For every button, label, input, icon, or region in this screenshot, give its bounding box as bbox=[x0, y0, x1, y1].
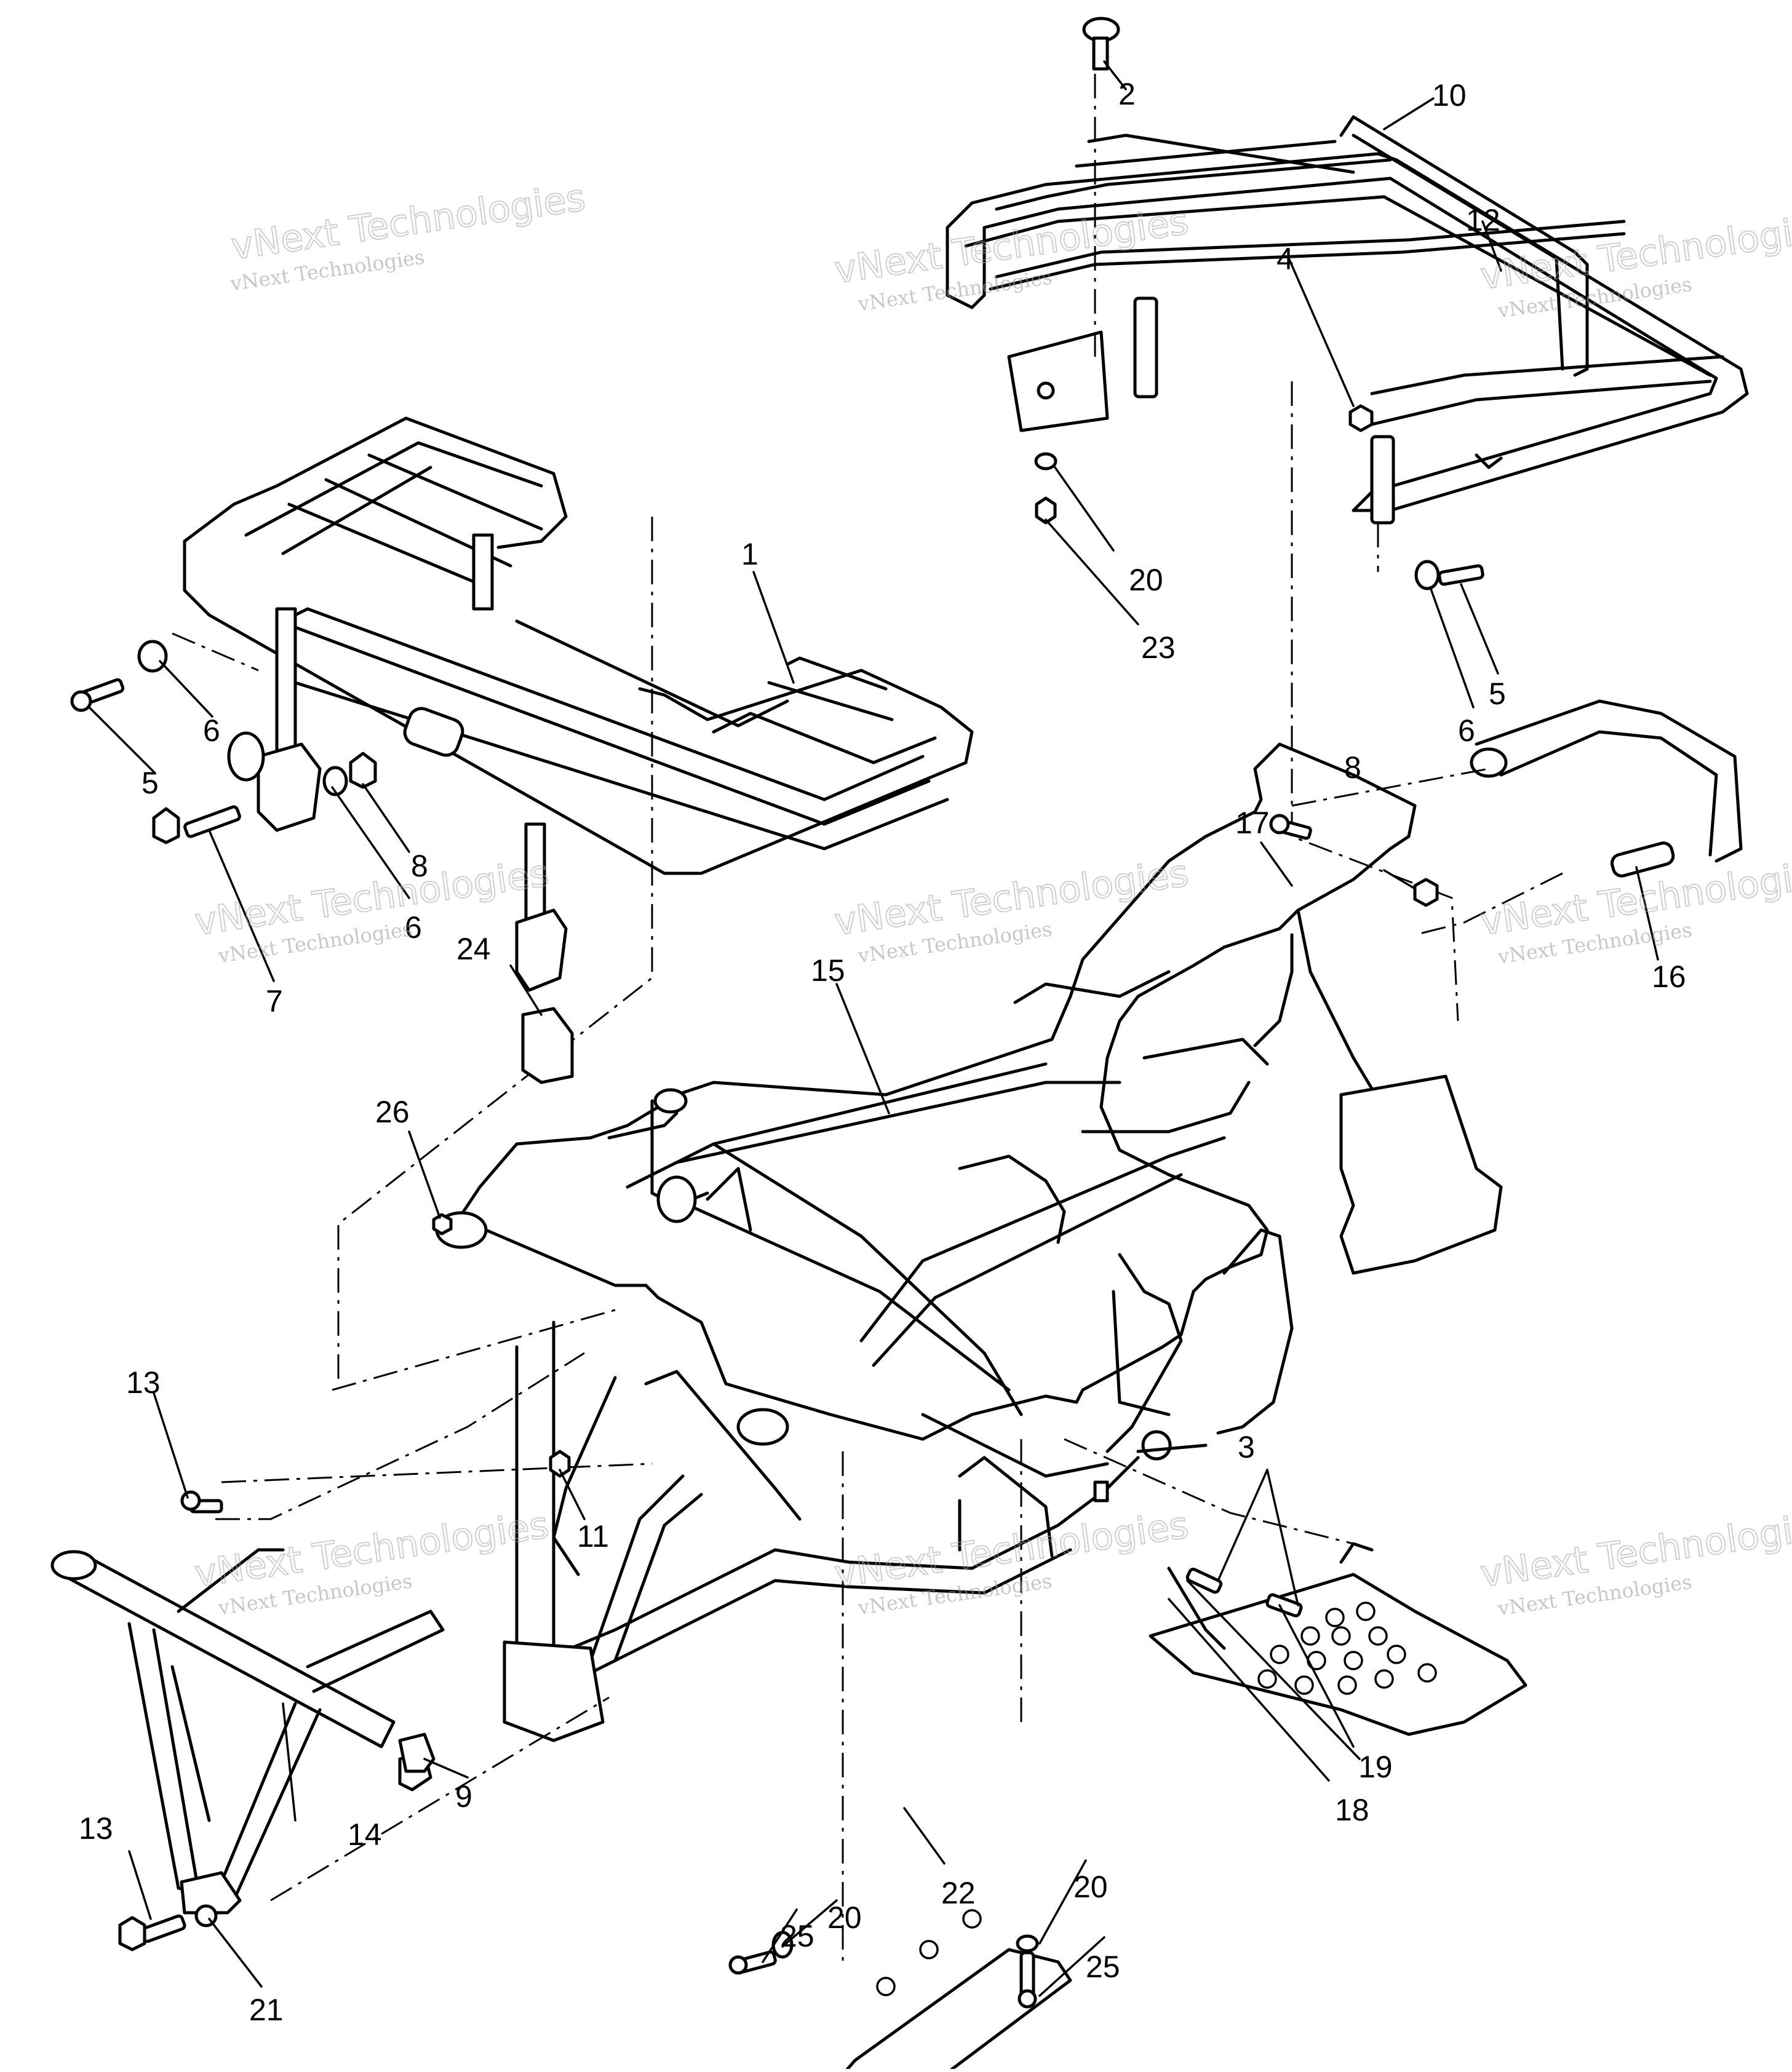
footrest-holes bbox=[1257, 1602, 1437, 1695]
callout-19: 19 bbox=[1358, 1750, 1393, 1784]
watermark-8: vNext Technologies vNext Technologies bbox=[831, 1503, 1192, 1620]
front-rack bbox=[183, 416, 974, 992]
callout-25-left: 25 bbox=[780, 1919, 814, 1953]
callout-3: 3 bbox=[1238, 1430, 1255, 1464]
callout-24: 24 bbox=[456, 932, 491, 966]
watermark-3: vNext Technologies vNext Technologies bbox=[1477, 205, 1792, 323]
callout-6-left-bottom: 6 bbox=[405, 910, 422, 945]
callout-25-bottom: 25 bbox=[1086, 1950, 1120, 1984]
callout-4: 4 bbox=[1276, 242, 1294, 276]
callout-20-bottom: 20 bbox=[1073, 1870, 1108, 1904]
fasteners bbox=[70, 404, 1484, 2009]
watermark-9: vNext Technologies vNext Technologies bbox=[1477, 1503, 1792, 1621]
watermark-4: vNext Technologies vNext Technologies bbox=[191, 851, 552, 968]
callout-12: 12 bbox=[1466, 203, 1500, 237]
callout-13-top: 13 bbox=[126, 1365, 161, 1400]
callout-17: 17 bbox=[1235, 806, 1270, 840]
callout-9: 9 bbox=[455, 1779, 472, 1814]
left-footrest bbox=[843, 1909, 1072, 2072]
callout-21: 21 bbox=[249, 1993, 284, 2027]
guard-16 bbox=[1470, 699, 1743, 878]
callout-15: 15 bbox=[811, 953, 845, 988]
assembly-dash-lines bbox=[172, 74, 1563, 1968]
callout-18: 18 bbox=[1335, 1793, 1369, 1827]
callout-20-top: 20 bbox=[1129, 563, 1163, 597]
watermark-7: vNext Technologies vNext Technologies bbox=[191, 1503, 552, 1620]
callout-20-left: 20 bbox=[827, 1900, 862, 1935]
callout-14: 14 bbox=[348, 1817, 382, 1852]
callout-6-right: 6 bbox=[1458, 713, 1475, 748]
bolt-2 bbox=[1082, 17, 1120, 71]
callout-11: 11 bbox=[577, 1519, 609, 1554]
front-bumper bbox=[50, 1548, 445, 1915]
rear-rack bbox=[946, 115, 1749, 525]
watermark-1: vNext Technologies vNext Technologies bbox=[228, 175, 589, 295]
callout-8-left: 8 bbox=[411, 849, 428, 883]
watermark-5: vNext Technologies vNext Technologies bbox=[831, 851, 1192, 968]
callout-26: 26 bbox=[375, 1095, 410, 1129]
callout-7: 7 bbox=[266, 984, 283, 1018]
callout-5-left: 5 bbox=[141, 766, 159, 800]
callout-23: 23 bbox=[1141, 630, 1176, 665]
callout-8-right: 8 bbox=[1344, 750, 1361, 785]
callout-10: 10 bbox=[1432, 78, 1467, 113]
callout-1: 1 bbox=[741, 537, 759, 571]
callout-5-right: 5 bbox=[1489, 677, 1506, 711]
callout-labels: 1 2 3 4 5 5 6 6 6 7 8 8 9 10 11 12 13 13… bbox=[79, 77, 1686, 2027]
callout-2: 2 bbox=[1118, 77, 1136, 111]
right-footrest bbox=[1149, 1542, 1527, 1736]
callout-22: 22 bbox=[941, 1876, 976, 1910]
callout-6-left-top: 6 bbox=[203, 713, 220, 748]
leader-lines bbox=[88, 60, 1659, 1997]
callout-16: 16 bbox=[1652, 959, 1686, 994]
callout-13-bottom: 13 bbox=[79, 1811, 113, 1846]
